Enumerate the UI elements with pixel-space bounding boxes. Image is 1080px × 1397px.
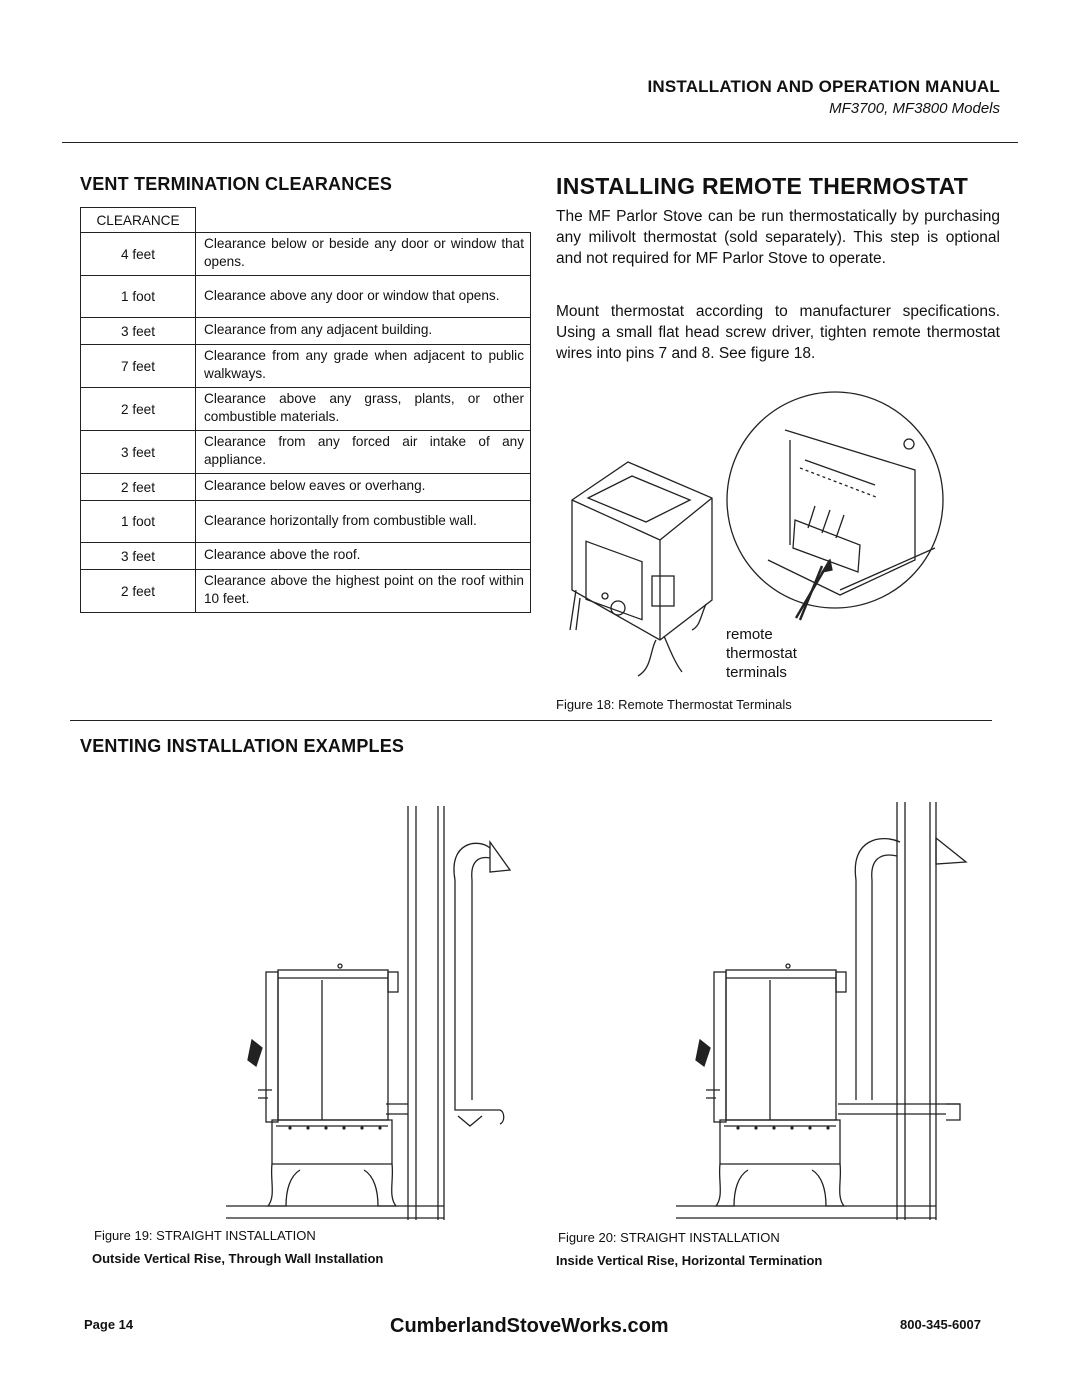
distance-cell: 1 foot xyxy=(80,275,196,318)
description-cell: Clearance above the highest point on the… xyxy=(195,569,531,613)
table-row: 2 feet Clearance above the highest point… xyxy=(80,569,531,613)
page-number: Page 14 xyxy=(84,1317,134,1332)
figure-19-subtitle: Outside Vertical Rise, Through Wall Inst… xyxy=(92,1251,384,1266)
description-cell: Clearance below eaves or overhang. xyxy=(195,473,531,501)
distance-cell: 4 feet xyxy=(80,232,196,276)
description-cell: Clearance from any adjacent building. xyxy=(195,317,531,345)
distance-cell: 2 feet xyxy=(80,473,196,501)
figure-19-title: Figure 19: STRAIGHT INSTALLATION xyxy=(94,1228,316,1243)
thermostat-paragraph-1: The MF Parlor Stove can be run thermosta… xyxy=(556,208,1000,267)
phone-number: 800-345-6007 xyxy=(900,1317,981,1332)
header-divider xyxy=(62,142,1018,143)
figure-20-subtitle: Inside Vertical Rise, Horizontal Termina… xyxy=(556,1253,823,1268)
distance-cell: 3 feet xyxy=(80,430,196,474)
callout-line: thermostat xyxy=(726,645,797,662)
model-numbers: MF3700, MF3800 Models xyxy=(829,100,1000,117)
description-cell: Clearance below or beside any door or wi… xyxy=(195,232,531,276)
section-divider xyxy=(70,720,992,721)
table-row: 2 feet Clearance above any grass, plants… xyxy=(80,387,531,431)
figure-20-title: Figure 20: STRAIGHT INSTALLATION xyxy=(558,1230,780,1245)
clearance-table: CLEARANCE 4 feet Clearance below or besi… xyxy=(80,207,531,613)
callout-line: terminals xyxy=(726,664,787,681)
table-row: 3 feet Clearance from any adjacent build… xyxy=(80,317,531,345)
table-row: 3 feet Clearance above the roof. xyxy=(80,542,531,570)
description-cell: Clearance above the roof. xyxy=(195,542,531,570)
thermostat-terminal-callout: remote thermostat terminals xyxy=(726,625,797,682)
website-link[interactable]: CumberlandStoveWorks.com xyxy=(390,1315,669,1337)
description-cell: Clearance horizontally from combustible … xyxy=(195,500,531,543)
venting-examples-heading: VENTING INSTALLATION EXAMPLES xyxy=(80,736,405,756)
distance-cell: 3 feet xyxy=(80,317,196,345)
description-cell: Clearance from any grade when adjacent t… xyxy=(195,344,531,388)
distance-cell: 7 feet xyxy=(80,344,196,388)
callout-line: remote xyxy=(726,626,773,643)
distance-cell: 1 foot xyxy=(80,500,196,543)
distance-cell: 3 feet xyxy=(80,542,196,570)
manual-title: INSTALLATION AND OPERATION MANUAL xyxy=(647,77,1000,96)
thermostat-paragraph-2: Mount thermostat according to manufactur… xyxy=(556,303,1000,362)
table-row: 1 foot Clearance horizontally from combu… xyxy=(80,500,531,543)
distance-cell: 2 feet xyxy=(80,569,196,613)
table-row: 2 feet Clearance below eaves or overhang… xyxy=(80,473,531,501)
table-row: 1 foot Clearance above any door or windo… xyxy=(80,275,531,318)
distance-cell: 2 feet xyxy=(80,387,196,431)
figure-18-caption: Figure 18: Remote Thermostat Terminals xyxy=(556,697,792,712)
description-cell: Clearance from any forced air intake of … xyxy=(195,430,531,474)
description-cell: Clearance above any grass, plants, or ot… xyxy=(195,387,531,431)
table-row: 3 feet Clearance from any forced air int… xyxy=(80,430,531,474)
clearance-column-header: CLEARANCE xyxy=(80,207,196,233)
table-row: 4 feet Clearance below or beside any doo… xyxy=(80,232,531,276)
thermostat-heading: INSTALLING REMOTE THERMOSTAT xyxy=(556,173,969,199)
description-cell: Clearance above any door or window that … xyxy=(195,275,531,318)
vent-clearances-heading: VENT TERMINATION CLEARANCES xyxy=(80,174,393,194)
table-row: 7 feet Clearance from any grade when adj… xyxy=(80,344,531,388)
